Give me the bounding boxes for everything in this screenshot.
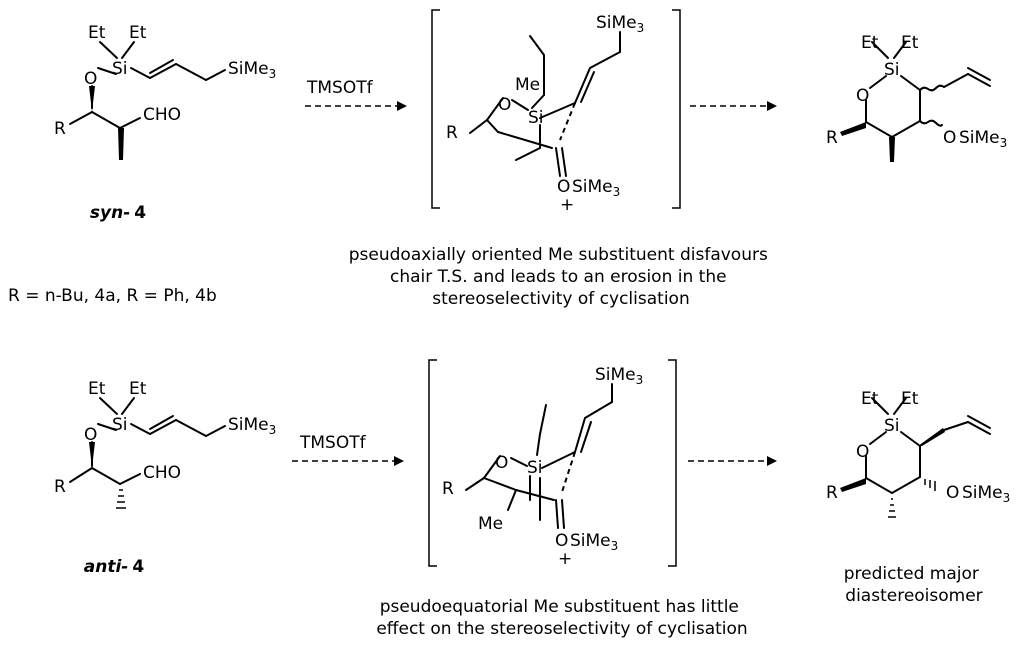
compound-label-syn-4: syn-4: [90, 203, 146, 223]
si-label: Si: [528, 108, 544, 128]
sime3-label: SiMe3: [962, 483, 1010, 505]
sime3-label: SiMe3: [570, 531, 618, 553]
charge-plus: +: [558, 549, 572, 569]
note-bottom: pseudoequatorial Me substituent has litt…: [376, 597, 747, 639]
transition-state-anti: SiMe3 O Si R Me O SiMe3 +: [428, 359, 677, 569]
si-label: Si: [884, 416, 900, 436]
o-label: O: [856, 86, 869, 106]
et-label: Et: [129, 23, 147, 43]
sime3-label: SiMe3: [572, 177, 620, 199]
si-label: Si: [884, 60, 900, 80]
o-label: O: [946, 483, 959, 503]
sime3-label: SiMe3: [596, 13, 644, 35]
et-label: Et: [88, 23, 106, 43]
compound-label-anti-4: anti-4: [84, 557, 145, 577]
me-label: Me: [515, 75, 540, 95]
et-label: Et: [88, 379, 106, 399]
sime3-label: SiMe3: [959, 128, 1007, 150]
sime3-label: SiMe3: [228, 415, 276, 437]
o-label: O: [555, 531, 568, 551]
o-label: O: [856, 442, 869, 462]
o-label: O: [943, 128, 956, 148]
transition-state-syn: SiMe3 Me O Si R O SiMe3 +: [431, 9, 681, 215]
r-label: R: [826, 128, 838, 148]
hashed-bond: [888, 498, 896, 518]
hashed-bond: [116, 489, 126, 509]
product-anti: Et Et Si O R O SiMe3: [826, 389, 1010, 518]
r-label: R: [826, 483, 838, 503]
reagent-label: TMSOTf: [306, 78, 374, 98]
cho-label: CHO: [143, 463, 181, 483]
r-label: R: [54, 119, 66, 139]
et-label: Et: [901, 389, 919, 409]
o-label: O: [495, 453, 508, 473]
et-label: Et: [861, 389, 879, 409]
anti-4-structure: Et Et Si O SiMe3 R CHO: [54, 379, 276, 509]
si-label: Si: [527, 458, 543, 478]
r-label: R: [54, 477, 66, 497]
o-label: O: [498, 95, 511, 115]
et-label: Et: [129, 379, 147, 399]
si-label: Si: [112, 415, 128, 435]
note-top: pseudoaxially oriented Me substituent di…: [349, 245, 773, 309]
r-group-definition: R = n-Bu, 4a, R = Ph, 4b: [8, 286, 217, 306]
r-label: R: [442, 479, 454, 499]
o-label: O: [557, 177, 570, 197]
sime3-label: SiMe3: [228, 59, 276, 81]
product-syn: Et Et Si O R O SiMe3: [826, 33, 1007, 162]
me-label: Me: [478, 514, 503, 534]
sime3-label: SiMe3: [595, 365, 643, 387]
hashed-bond: [924, 479, 936, 491]
o-label: O: [84, 425, 97, 445]
si-label: Si: [112, 59, 128, 79]
charge-plus: +: [560, 195, 574, 215]
note-product: predicted major diastereoisomer: [844, 564, 985, 606]
syn-4-structure: Et Et Si O SiMe3 R CHO: [54, 23, 276, 160]
et-label: Et: [861, 33, 879, 53]
o-label: O: [84, 69, 97, 89]
reagent-label: TMSOTf: [299, 433, 367, 453]
r-label: R: [446, 123, 458, 143]
cho-label: CHO: [143, 105, 181, 125]
et-label: Et: [901, 33, 919, 53]
